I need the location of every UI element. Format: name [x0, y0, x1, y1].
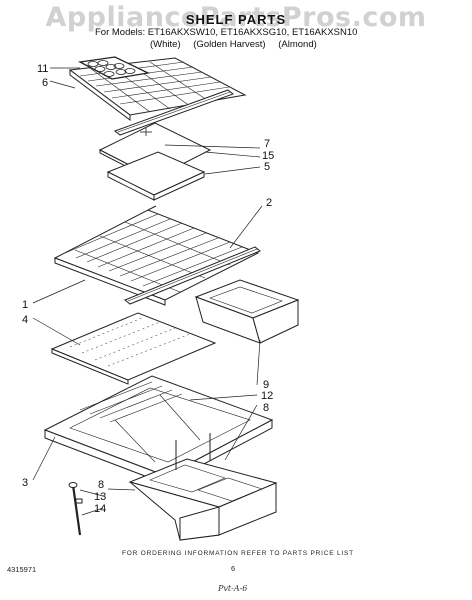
small-crisper-drawer [194, 279, 300, 344]
color-almond: (Almond) [278, 39, 317, 50]
shelf-rail [124, 246, 261, 305]
callout-14: 14 [94, 503, 106, 515]
callout-4: 4 [22, 314, 28, 326]
model-list: For Models: ET16AKXSW10, ET16AKXSG10, ET… [95, 27, 358, 38]
color-list: (White) (Golden Harvest) (Almond) [150, 39, 410, 50]
callout-12: 12 [261, 390, 273, 402]
page-number: 6 [231, 564, 236, 573]
handwritten-note: Pvt-A-6 [218, 584, 248, 593]
callout-5: 5 [264, 161, 270, 173]
document-number: 4315971 [7, 565, 37, 574]
color-golden-harvest: (Golden Harvest) [193, 39, 266, 50]
control-knob [68, 482, 83, 536]
ordering-note: FOR ORDERING INFORMATION REFER TO PARTS … [122, 550, 354, 557]
page-title: SHELF PARTS [185, 12, 287, 27]
glass-shelf [50, 312, 217, 385]
shelf-trim-bar [113, 89, 235, 136]
crisper-drawers [128, 433, 278, 541]
callout-6: 6 [42, 77, 48, 89]
callout-15: 15 [262, 150, 274, 162]
callout-9: 9 [263, 379, 269, 391]
crisper-cover-frame [106, 151, 206, 201]
callout-8-lower: 8 [98, 479, 104, 491]
color-white: (White) [150, 39, 181, 50]
egg-tray [77, 56, 151, 80]
callout-3: 3 [22, 477, 28, 489]
callout-1: 1 [22, 299, 28, 311]
callout-13: 13 [94, 491, 106, 503]
main-wire-shelf [53, 205, 260, 306]
watermark: AppliancePartsPros.com [45, 2, 427, 33]
callout-11: 11 [37, 63, 48, 75]
callout-8-upper: 8 [263, 402, 269, 414]
callout-2: 2 [266, 197, 272, 209]
callout-7: 7 [264, 138, 270, 150]
crisper-frame [43, 375, 274, 485]
